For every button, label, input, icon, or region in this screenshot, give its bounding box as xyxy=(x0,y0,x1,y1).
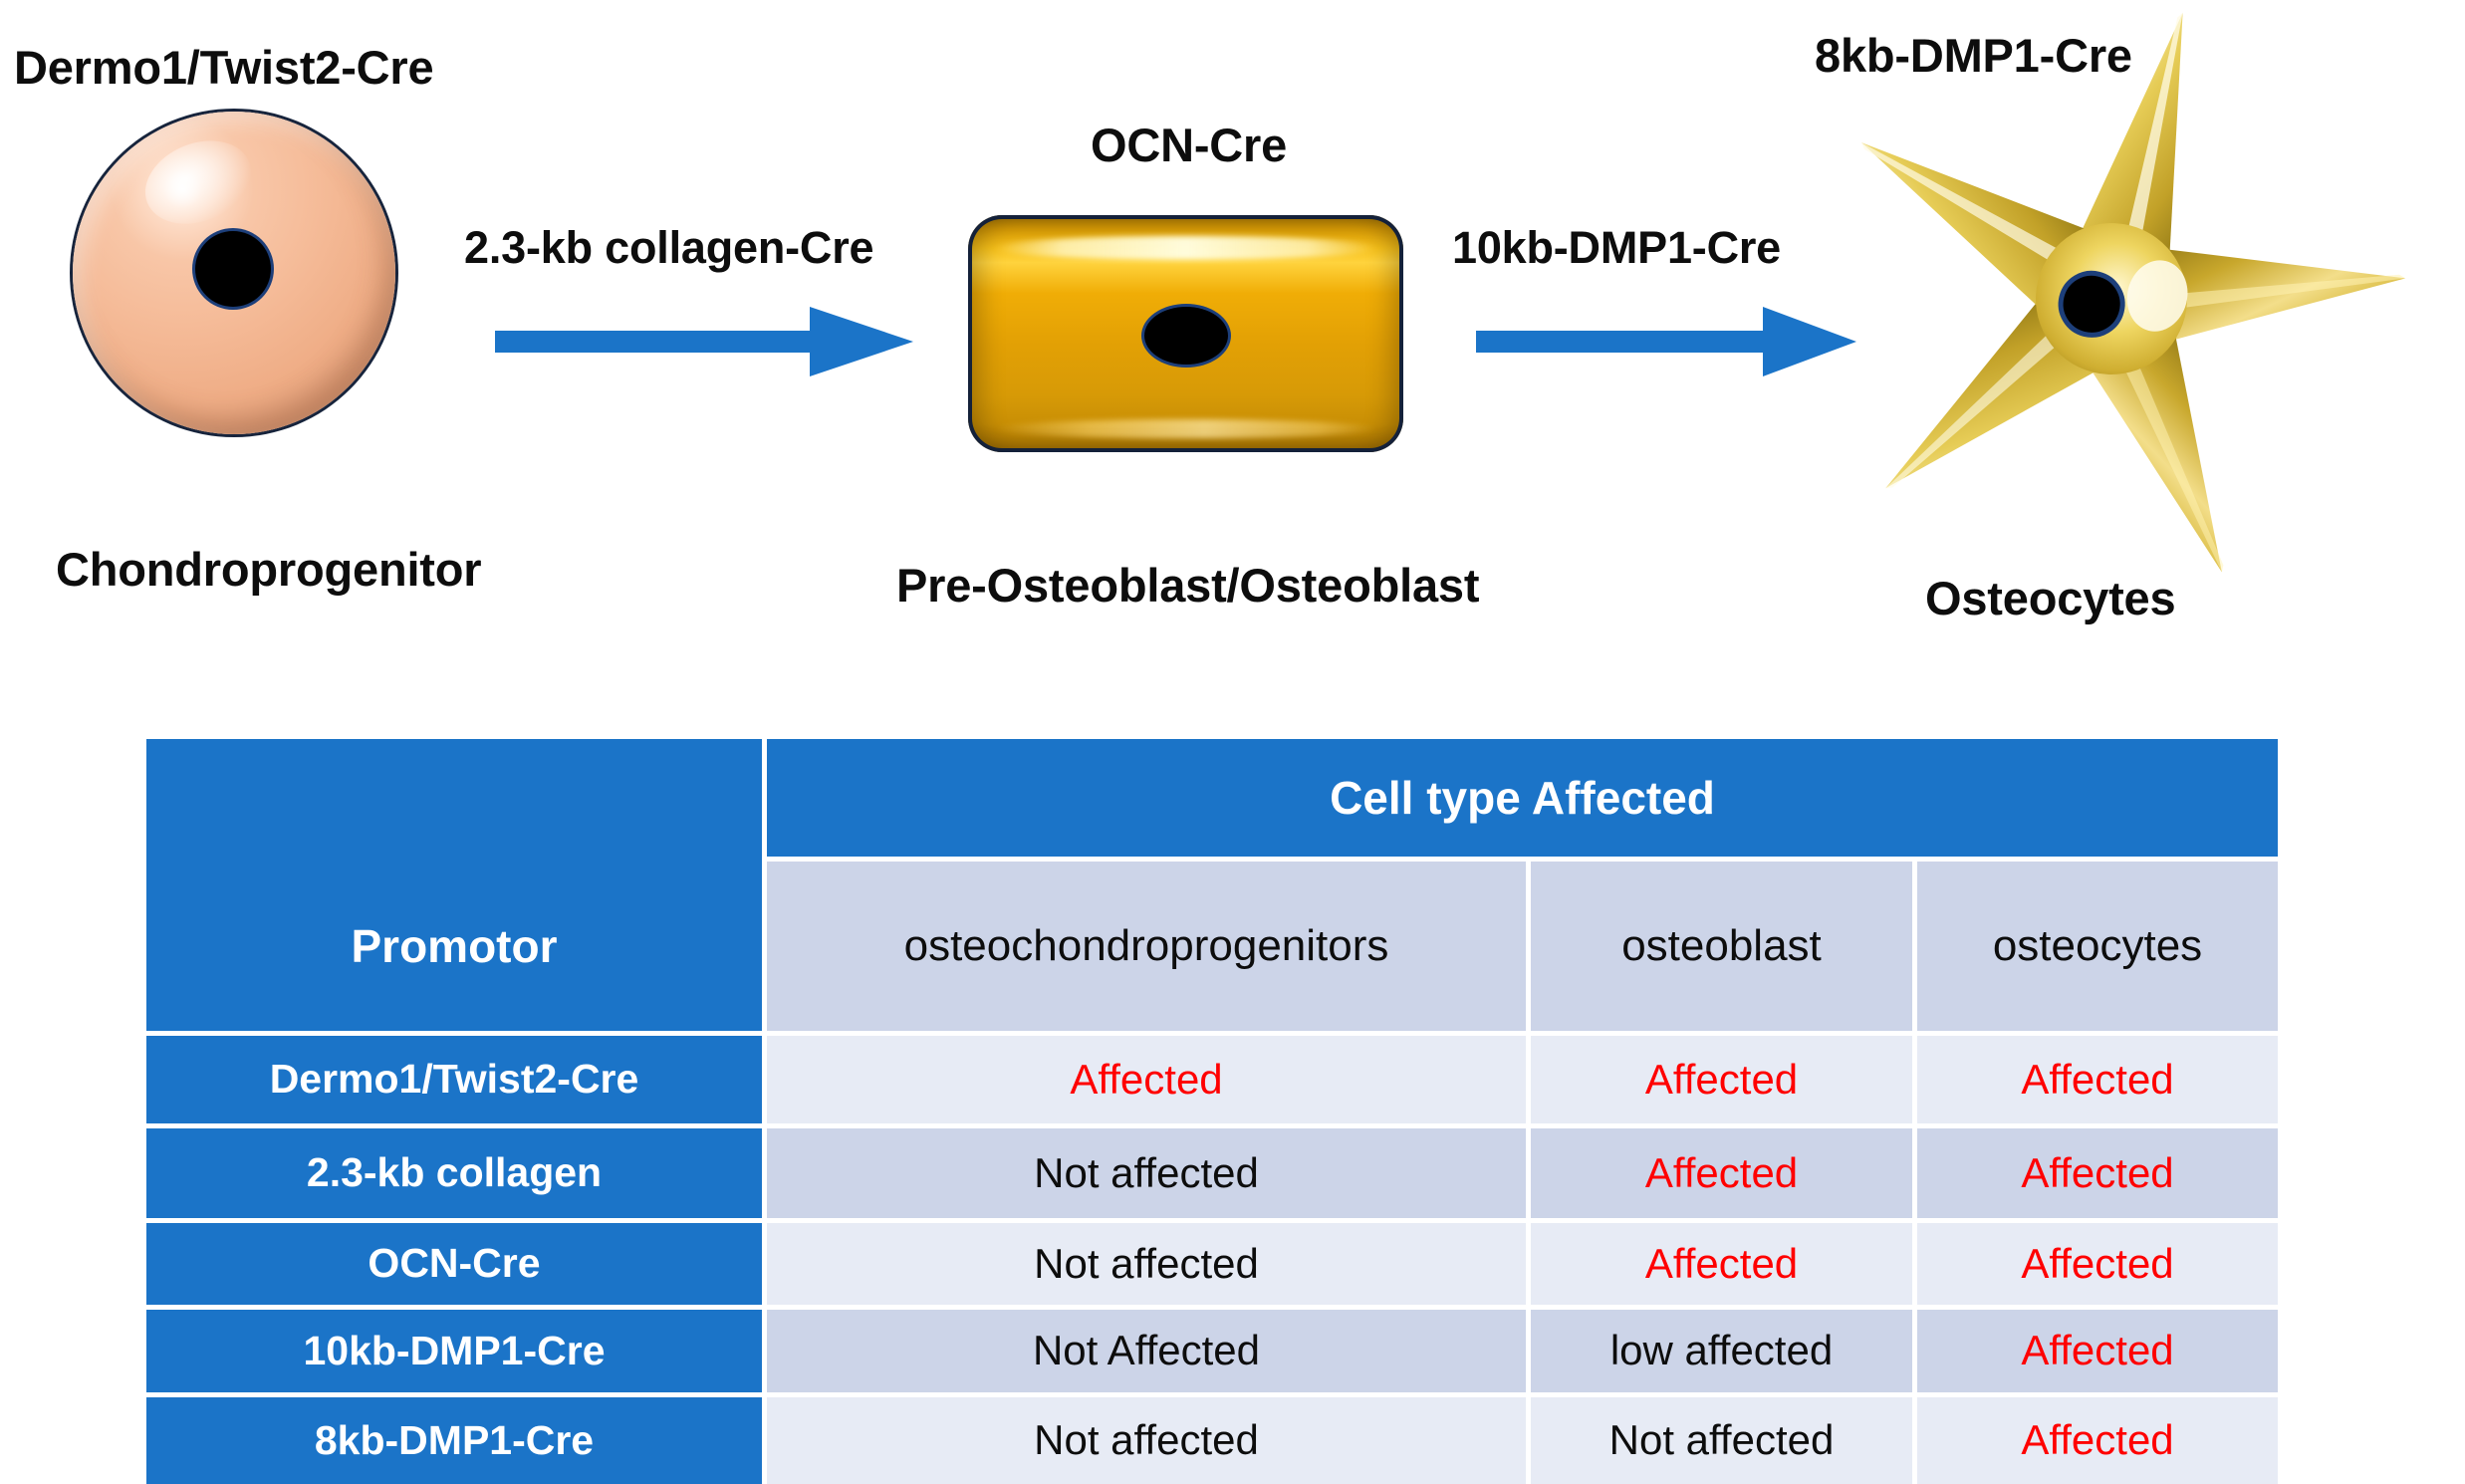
table-cell: Affected xyxy=(1531,1128,1912,1218)
table-cell: low affected xyxy=(1531,1310,1912,1392)
table-cell: Affected xyxy=(767,1036,1526,1123)
table-row: 10kb-DMP1-Cre xyxy=(146,1310,762,1392)
stage-label-dermo1-twist2-cre: Dermo1/Twist2-Cre xyxy=(14,41,434,94)
column-header-osteochondroprogenitors: osteochondroprogenitors xyxy=(767,862,1526,1031)
column-header-osteoblast: osteoblast xyxy=(1531,862,1912,1031)
table-cell: Not affected xyxy=(767,1397,1526,1484)
nucleus-icon xyxy=(195,231,271,307)
table-row: Dermo1/Twist2-Cre xyxy=(146,1036,762,1123)
table-corner-header xyxy=(146,739,762,1031)
table-cell: Affected xyxy=(1531,1036,1912,1123)
stage-name-osteocytes: Osteocytes xyxy=(1925,572,2176,624)
table-cell: Affected xyxy=(1917,1223,2278,1305)
arrow-2-icon xyxy=(1476,305,1856,378)
stage-label-ocn-cre: OCN-Cre xyxy=(1091,119,1288,171)
table-cell: Not affected xyxy=(767,1128,1526,1218)
rounded-rect-cell-icon xyxy=(968,215,1403,452)
arrow-label-2-3-kb-collagen-cre: 2.3-kb collagen-Cre xyxy=(464,222,874,273)
arrow-label-10kb-dmp1-cre: 10kb-DMP1-Cre xyxy=(1452,222,1782,273)
table-cell: Affected xyxy=(1917,1397,2278,1484)
five-point-star-cell-icon xyxy=(1783,0,2440,637)
table-cell: Affected xyxy=(1531,1223,1912,1305)
column-header-osteocytes: osteocytes xyxy=(1917,862,2278,1031)
table-cell: Affected xyxy=(1917,1128,2278,1218)
nucleus-icon xyxy=(1144,307,1228,365)
cell-type-affected-table: Cell type Affected osteochondroprogenito… xyxy=(146,739,2278,1484)
lineage-diagram: Dermo1/Twist2-Cre Chondroprogenitor 2.3-… xyxy=(0,0,2465,697)
row-header-promotor: Promotor xyxy=(351,919,558,972)
table-title-cell-type-affected: Cell type Affected xyxy=(767,739,2278,857)
table-row: OCN-Cre xyxy=(146,1223,762,1305)
table-cell: Not Affected xyxy=(767,1310,1526,1392)
table-cell: Not affected xyxy=(1531,1397,1912,1484)
stage-label-8kb-dmp1-cre: 8kb-DMP1-Cre xyxy=(1815,29,2132,82)
table-cell: Not affected xyxy=(767,1223,1526,1305)
stage-name-pre-osteoblast-osteoblast: Pre-Osteoblast/Osteoblast xyxy=(896,559,1480,612)
table-row: 2.3-kb collagen xyxy=(146,1128,762,1218)
table-cell: Affected xyxy=(1917,1310,2278,1392)
stage-name-chondroprogenitor: Chondroprogenitor xyxy=(56,543,482,596)
table-row: 8kb-DMP1-Cre xyxy=(146,1397,762,1484)
sphere-cell-icon xyxy=(73,112,395,434)
table-cell: Affected xyxy=(1917,1036,2278,1123)
arrow-1-icon xyxy=(495,305,913,378)
